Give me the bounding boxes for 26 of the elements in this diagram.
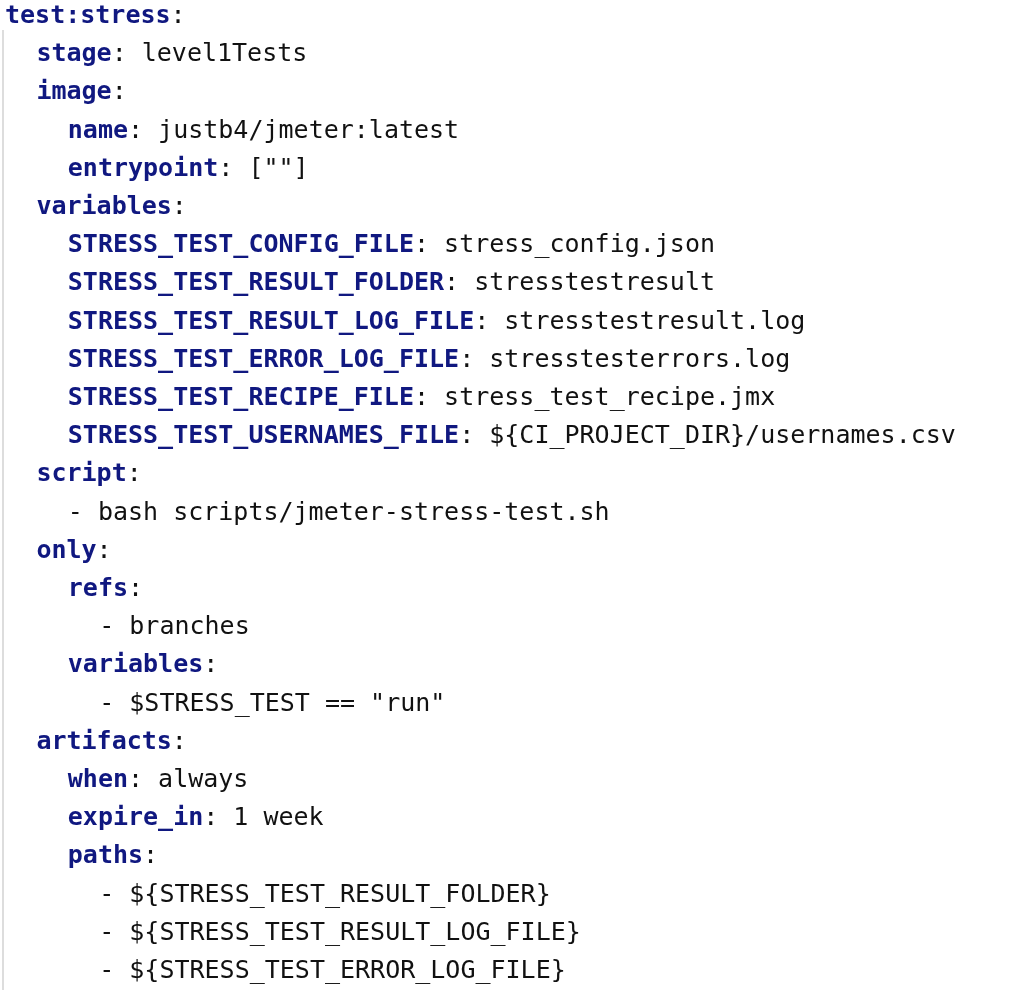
code-line: - branches xyxy=(99,611,250,642)
code-line: stage: level1Tests xyxy=(36,38,308,69)
code-line: script: xyxy=(36,458,142,489)
code-line: - ${STRESS_TEST_RESULT_FOLDER} xyxy=(99,878,551,909)
code-line: only: xyxy=(36,534,112,565)
code-line: STRESS_TEST_RESULT_LOG_FILE: stresstestresult.log xyxy=(67,305,806,336)
code-line: image: xyxy=(36,76,127,107)
code-line: test:stress: xyxy=(5,0,186,30)
code-line: name: justb4/jmeter:latest xyxy=(67,114,460,145)
code-line: - ${STRESS_TEST_RESULT_LOG_FILE} xyxy=(99,916,581,947)
code-line: STRESS_TEST_USERNAMES_FILE: ${CI_PROJECT_DIR}/usernames.csv xyxy=(67,420,956,451)
code-line: refs: xyxy=(67,573,144,603)
code-line: entrypoint: [""] xyxy=(67,152,309,183)
code-line: artifacts: xyxy=(36,725,187,756)
code-line: - $STRESS_TEST == "run" xyxy=(99,687,446,718)
code-line: STRESS_TEST_RESULT_FOLDER: stresstestresult xyxy=(67,267,716,298)
code-line: when: always xyxy=(67,764,249,794)
code-line: variables: xyxy=(67,649,219,680)
code-line: expire_in: 1 week xyxy=(67,802,324,833)
code-line: - ${STRESS_TEST_ERROR_LOG_FILE} xyxy=(99,955,566,985)
code-line: STRESS_TEST_RECIPE_FILE: stress_test_recipe.jmx xyxy=(67,382,776,412)
code-line: - bash scripts/jmeter-stress-test.sh xyxy=(67,496,610,527)
code-line: variables: xyxy=(36,191,187,221)
code-line: STRESS_TEST_CONFIG_FILE: stress_config.json xyxy=(67,229,715,260)
code-line: STRESS_TEST_ERROR_LOG_FILE: stresstesterrors.log xyxy=(67,343,791,374)
code-line: paths: xyxy=(67,840,159,871)
